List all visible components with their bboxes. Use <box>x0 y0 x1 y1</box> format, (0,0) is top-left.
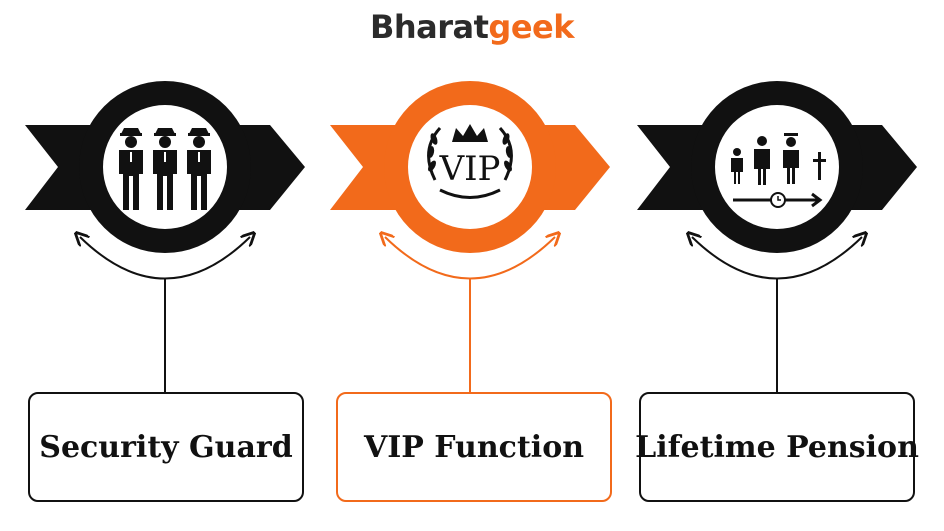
emblem-inner <box>408 105 532 229</box>
vip-laurel-crown-icon: VIP <box>427 124 513 199</box>
security-guards-icon <box>119 128 211 210</box>
brand-logo: Bharatgeek <box>0 8 944 46</box>
emblem-inner <box>715 105 839 229</box>
ribbon-left-tail <box>330 125 405 210</box>
svg-text:VIP: VIP <box>439 149 501 189</box>
lifetime-stages-icon <box>731 133 826 208</box>
emblem-vip-function: VIP <box>330 81 610 393</box>
label-vip-function: VIP Function <box>336 392 612 502</box>
emblem-security-guard <box>25 81 305 393</box>
ribbon-left-tail <box>637 125 712 210</box>
emblem-lifetime-pension <box>637 81 917 393</box>
logo-part-2: geek <box>488 8 575 46</box>
label-lifetime-pension: Lifetime Pension <box>635 392 919 502</box>
label-security-guard: Security Guard <box>28 392 304 502</box>
ribbon-left-tail <box>25 125 100 210</box>
logo-part-1: Bharat <box>369 8 489 46</box>
